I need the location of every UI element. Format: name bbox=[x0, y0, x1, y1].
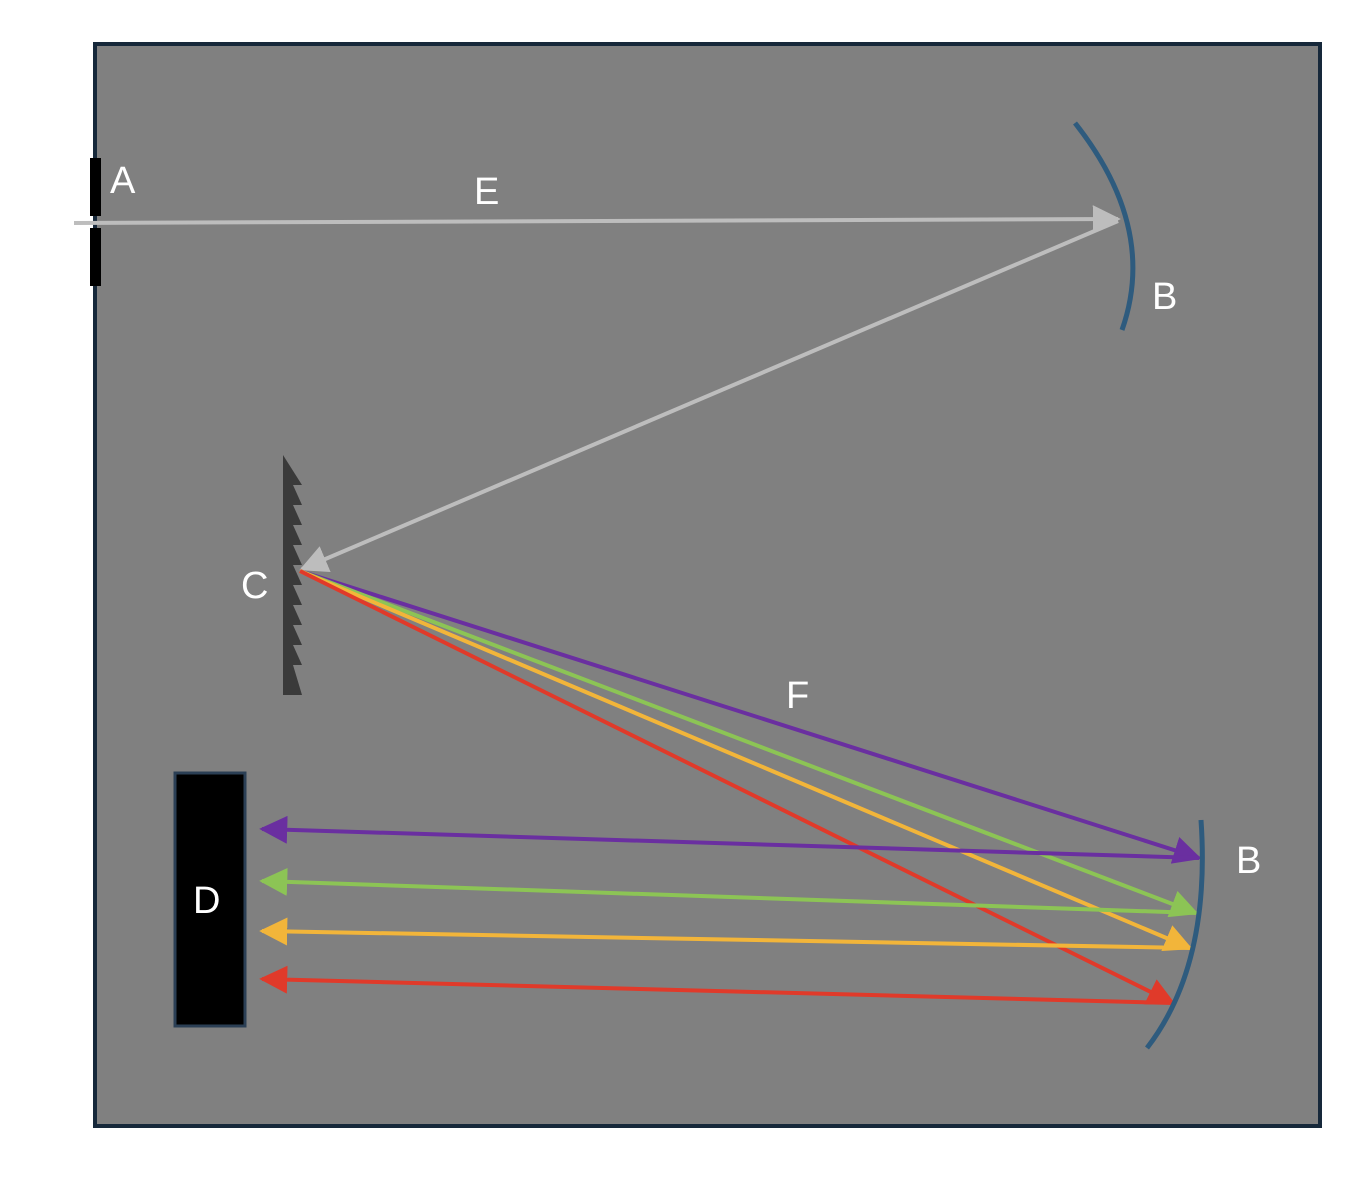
focused-beam-violet bbox=[259, 815, 1200, 860]
label-slit: A bbox=[110, 160, 136, 202]
entrance-slit bbox=[90, 158, 101, 286]
incident-beam-to-mirror bbox=[73, 205, 1121, 234]
focusing-mirror bbox=[1145, 819, 1205, 1050]
diffraction-grating bbox=[283, 455, 302, 695]
dispersed-beam-yellow bbox=[299, 569, 1193, 952]
label-dispersed-beams: F bbox=[786, 675, 809, 717]
dispersed-beam-red bbox=[299, 569, 1176, 1005]
focused-beam-green bbox=[259, 867, 1197, 915]
dispersed-beam-violet bbox=[299, 569, 1202, 864]
label-detector: D bbox=[193, 880, 220, 922]
label-mirror-top: B bbox=[1152, 276, 1177, 318]
focused-beam-yellow bbox=[259, 917, 1191, 950]
label-mirror-bottom: B bbox=[1236, 840, 1261, 882]
label-grating: C bbox=[241, 565, 268, 607]
label-incident-beam: E bbox=[474, 171, 499, 213]
collimated-beam-to-grating bbox=[299, 219, 1119, 572]
dispersed-beam-green bbox=[299, 569, 1199, 918]
spectrometer-housing bbox=[93, 42, 1322, 1128]
collimating-mirror bbox=[1073, 121, 1136, 331]
detector bbox=[173, 771, 247, 1028]
focused-beam-red bbox=[259, 965, 1174, 1005]
